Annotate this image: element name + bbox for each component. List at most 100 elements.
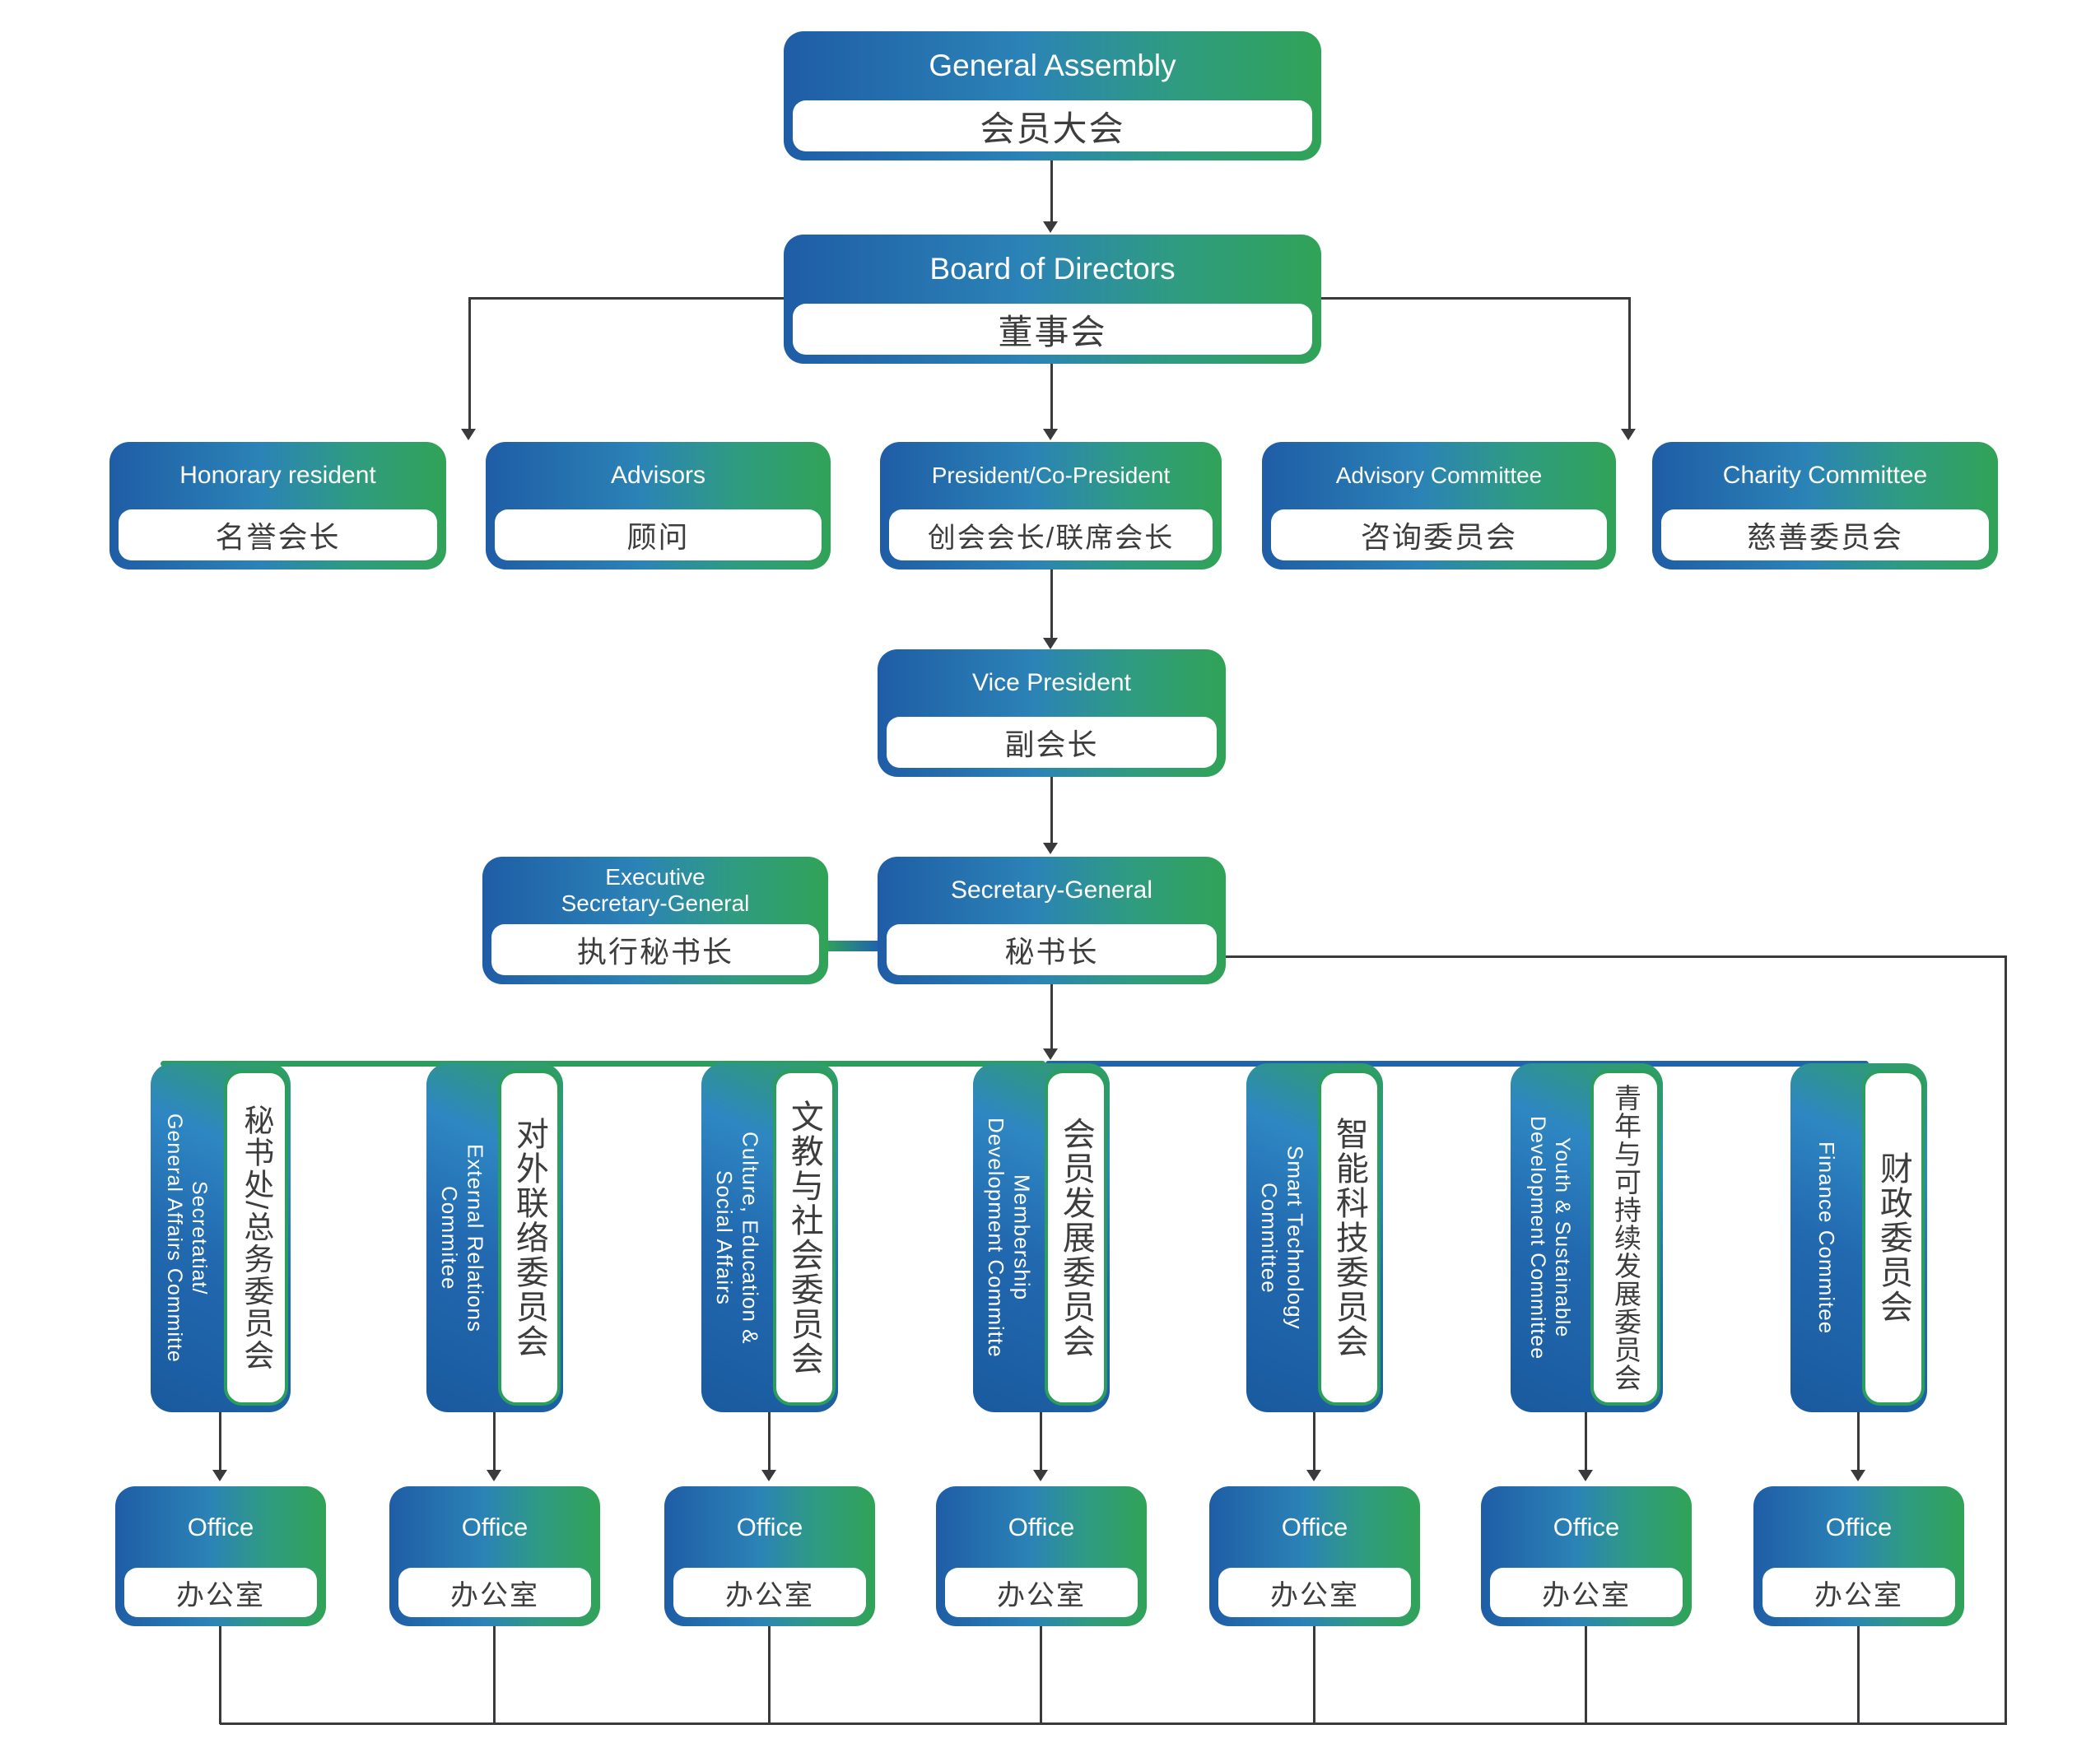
committee-label-zh: 财政委员会 <box>1861 1070 1925 1406</box>
office-title-en: Office <box>187 1512 254 1541</box>
connector-line <box>468 299 471 429</box>
committee-youth-sustainable-development: Youth & Sustainable Development Committe… <box>1511 1063 1663 1412</box>
connector-line <box>219 1625 221 1724</box>
committee-title-en: Youth & Sustainable Development Committe… <box>1526 1115 1575 1360</box>
office-label-zh: 办公室 <box>1762 1568 1955 1617</box>
committee-bus-green <box>161 1061 1045 1067</box>
node-label-zh: 副会长 <box>887 717 1217 768</box>
node-label-zh: 秘书长 <box>887 924 1217 975</box>
arrow-down-icon <box>461 429 476 440</box>
connector-line <box>219 1412 221 1470</box>
committee-secretariat-general-affairs: Secretatiat/ General Affairs Committe 秘书… <box>151 1063 291 1412</box>
office-label-zh: 办公室 <box>124 1568 317 1617</box>
arrow-down-icon <box>1851 1470 1865 1481</box>
committee-label-zh: 青年与可持续发展委员会 <box>1590 1070 1660 1406</box>
node-title-en: President/Co-President <box>931 462 1171 488</box>
committee-label-zh: 会员发展委员会 <box>1044 1070 1107 1406</box>
committee-bus-blue <box>1045 1061 1869 1067</box>
committee-label-zh: 对外联络委员会 <box>497 1070 561 1406</box>
connector-line <box>1040 1625 1042 1724</box>
node-board-of-directors: Board of Directors 董事会 <box>784 235 1321 364</box>
office-label-zh: 办公室 <box>398 1568 591 1617</box>
connector-line <box>1050 362 1053 429</box>
office-box: Office 办公室 <box>1209 1486 1420 1626</box>
office-title-en: Office <box>1008 1512 1075 1541</box>
committee-label-zh: 文教与社会委员会 <box>772 1070 836 1406</box>
connector-line <box>493 1625 496 1724</box>
connector-line <box>1050 775 1053 843</box>
committee-smart-technology: Smart Technology Committee 智能科技委员会 <box>1246 1063 1383 1412</box>
office-box: Office 办公室 <box>389 1486 600 1626</box>
connector-bridge <box>828 941 878 951</box>
node-label-zh: 顾问 <box>495 509 822 560</box>
committee-title-en: Secretatiat/ General Affairs Committe <box>163 1113 212 1363</box>
node-charity-committee: Charity Committee 慈善委员会 <box>1652 442 1998 569</box>
connector-line <box>493 1412 496 1470</box>
arrow-down-icon <box>1043 1048 1058 1060</box>
committee-title-en: External Relations Commitee <box>437 1143 488 1332</box>
connector-line <box>768 1625 771 1724</box>
node-title-en: Honorary resident <box>179 461 376 489</box>
office-title-en: Office <box>461 1512 528 1541</box>
arrow-down-icon <box>487 1470 501 1481</box>
arrow-down-icon <box>1033 1470 1048 1481</box>
committee-external-relations: External Relations Commitee 对外联络委员会 <box>426 1063 563 1412</box>
committee-title-en: Smart Technology Committee <box>1257 1146 1308 1330</box>
connector-line <box>768 1412 771 1470</box>
node-advisory-committee: Advisory Committee 咨询委员会 <box>1262 442 1616 569</box>
committee-title-en: Finance Commitee <box>1814 1141 1839 1335</box>
arrow-down-icon <box>1043 638 1058 649</box>
connector-line <box>1224 955 2007 958</box>
office-box: Office 办公室 <box>1753 1486 1964 1626</box>
node-executive-secretary-general: Executive Secretary-General 执行秘书长 <box>482 857 828 984</box>
connector-line <box>1857 1412 1860 1470</box>
office-label-zh: 办公室 <box>1218 1568 1411 1617</box>
committee-label-zh: 秘书处/总务委员会 <box>223 1070 288 1406</box>
arrow-down-icon <box>1043 843 1058 854</box>
arrow-down-icon <box>1306 1470 1321 1481</box>
node-title-en: Secretary-General <box>950 876 1153 904</box>
office-title-en: Office <box>1825 1512 1893 1541</box>
connector-line <box>1585 1625 1587 1724</box>
node-honorary-resident: Honorary resident 名誉会长 <box>109 442 446 569</box>
committee-membership-development: Membership Development Committe 会员发展委员会 <box>973 1063 1110 1412</box>
node-title-en: Board of Directors <box>929 251 1176 286</box>
arrow-down-icon <box>1043 221 1058 233</box>
connector-line <box>1050 568 1053 638</box>
connector-line <box>1628 299 1631 429</box>
node-title-en: General Assembly <box>929 48 1176 82</box>
office-box: Office 办公室 <box>664 1486 875 1626</box>
node-label-zh: 会员大会 <box>793 100 1312 151</box>
office-title-en: Office <box>736 1512 803 1541</box>
committee-finance: Finance Commitee 财政委员会 <box>1790 1063 1927 1412</box>
connector-line <box>220 1722 2007 1725</box>
node-label-zh: 创会会长/联席会长 <box>889 509 1213 560</box>
node-label-zh: 慈善委员会 <box>1661 509 1989 560</box>
connector-line <box>1040 1412 1042 1470</box>
committee-title-en: Culture, Education & Social Affairs <box>712 1131 763 1345</box>
connector-line <box>1050 983 1053 1048</box>
committee-culture-education-social: Culture, Education & Social Affairs 文教与社… <box>701 1063 838 1412</box>
node-title-en: Charity Committee <box>1722 461 1928 489</box>
node-label-zh: 执行秘书长 <box>491 924 819 975</box>
arrow-down-icon <box>1043 429 1058 440</box>
node-vice-president: Vice President 副会长 <box>878 649 1226 777</box>
node-title-en: Executive Secretary-General <box>561 863 750 916</box>
office-box: Office 办公室 <box>115 1486 326 1626</box>
arrow-down-icon <box>1621 429 1636 440</box>
node-title-en: Advisory Committee <box>1335 462 1543 488</box>
arrow-down-icon <box>212 1470 227 1481</box>
node-label-zh: 名誉会长 <box>119 509 437 560</box>
office-box: Office 办公室 <box>1481 1486 1692 1626</box>
committee-title-en: Membership Development Committe <box>984 1118 1035 1358</box>
office-label-zh: 办公室 <box>945 1568 1138 1617</box>
connector-line <box>1857 1625 1860 1724</box>
connector-line <box>2005 955 2007 1725</box>
connector-line <box>1585 1412 1587 1470</box>
node-label-zh: 咨询委员会 <box>1271 509 1607 560</box>
connector-line <box>1313 1412 1315 1470</box>
connector-line <box>1050 159 1053 221</box>
node-secretary-general: Secretary-General 秘书长 <box>878 857 1226 984</box>
node-title-en: Vice President <box>972 668 1131 696</box>
